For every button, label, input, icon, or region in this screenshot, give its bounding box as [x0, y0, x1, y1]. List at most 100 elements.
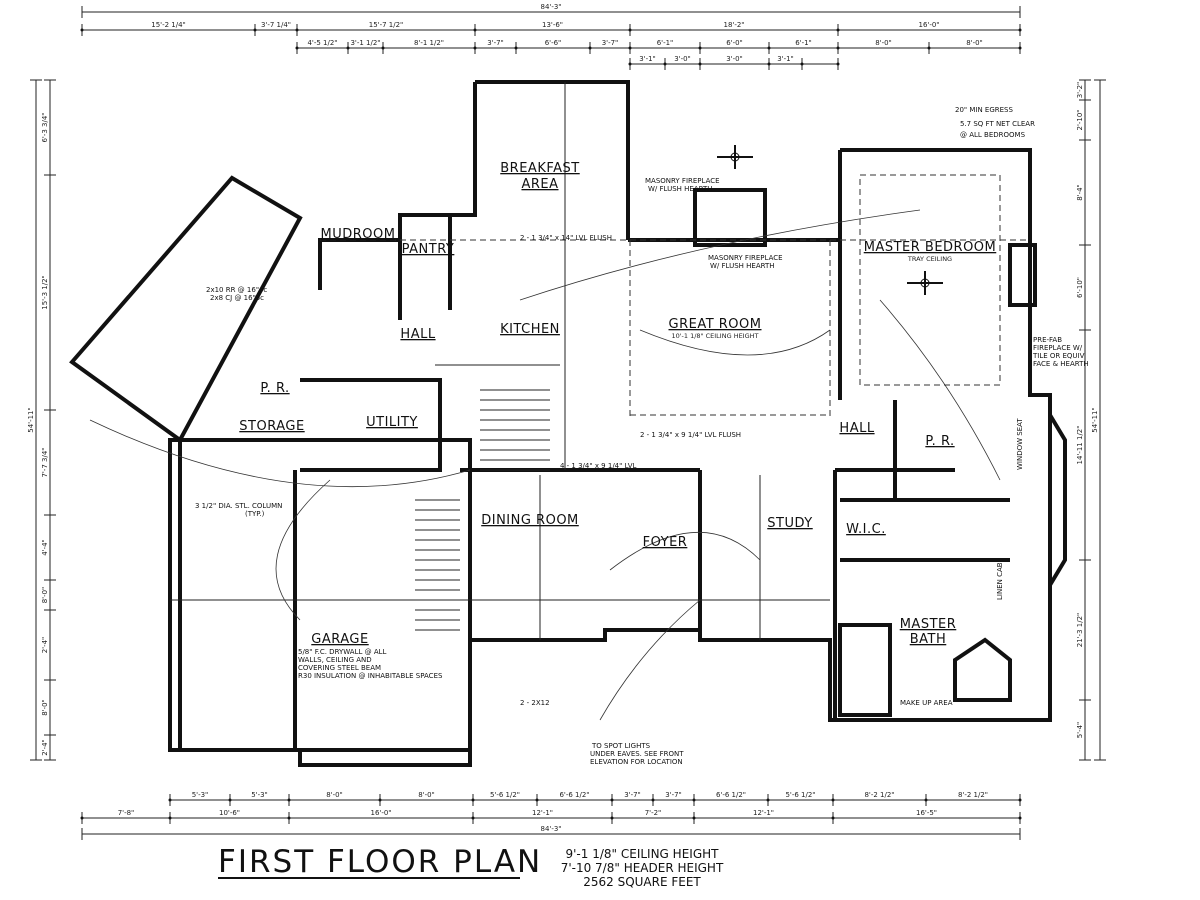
dimension-label: 3'-7 1/4" — [261, 21, 291, 29]
dimension-label: 6'-1" — [795, 39, 812, 47]
room-label: HALL — [400, 327, 435, 342]
room-label: MUDROOM — [321, 227, 396, 242]
annotation-text: FIREPLACE W/ — [1033, 344, 1083, 352]
room-label: DINING ROOM — [481, 513, 579, 528]
dimension-label: 3'-2" — [1076, 82, 1084, 99]
dimension-label: 3'-7" — [624, 791, 641, 799]
dimension-label: 16'-0" — [918, 21, 939, 29]
dimension-label: 21'-3 1/2" — [1076, 613, 1084, 648]
room-label: MASTER BEDROOM — [864, 240, 997, 255]
dimension-label: 8'-0" — [41, 587, 49, 604]
dimension-label: 3'-7" — [487, 39, 504, 47]
dimension-label: 8'-0" — [326, 791, 343, 799]
dimension-label: 4'-4" — [41, 539, 49, 556]
dimension-label: 6'-10" — [1076, 277, 1084, 298]
dimension-label: 16'-5" — [916, 809, 937, 817]
room-label: MASTER — [900, 617, 957, 632]
annotations: 20" MIN EGRESS 5.7 SQ FT NET CLEAR @ ALL B… — [195, 106, 1089, 766]
room-sublabel: TRAY CEILING — [907, 255, 952, 263]
room-label: AREA — [521, 177, 558, 192]
dimension-label: 2'-10" — [1076, 109, 1084, 130]
stairs — [415, 389, 550, 631]
annotation-text: 2x10 RR @ 16"oc — [206, 286, 267, 294]
beam-lines — [170, 82, 1030, 640]
dimension-label: 8'-2 1/2" — [864, 791, 894, 799]
dimension-label: 8'-0" — [875, 39, 892, 47]
square-feet: 2562 SQUARE FEET — [583, 875, 701, 889]
room-label: P. R. — [260, 381, 289, 396]
room-label: HALL — [839, 421, 874, 436]
annotation-text: R30 INSULATION @ INHABITABLE SPACES — [298, 672, 443, 680]
annotation-text: 2 - 2X12 — [520, 699, 550, 707]
room-label: FOYER — [643, 535, 688, 550]
annotation-text: PRE-FAB — [1033, 336, 1062, 344]
wiring-arcs — [89, 209, 1001, 721]
room-label: BREAKFAST — [500, 161, 579, 176]
dimension-label: 2'-4" — [41, 739, 49, 756]
title-block: FIRST FLOOR PLAN 9'-1 1/8" CEILING HEIGH… — [218, 844, 724, 889]
annotation-text: ELEVATION FOR LOCATION — [590, 758, 683, 766]
room-label: UTILITY — [366, 415, 418, 430]
dimension-label: 3'-7" — [602, 39, 619, 47]
room-label: STUDY — [767, 516, 812, 531]
dimension-label: 15'-7 1/2" — [369, 21, 404, 29]
annotation-text: @ ALL BEDROOMS — [960, 131, 1026, 139]
annotation-text: W/ FLUSH HEARTH — [648, 185, 713, 193]
dimension-label: 10'-6" — [219, 809, 240, 817]
dimension-label: 5'-6 1/2" — [785, 791, 815, 799]
dimension-label: 3'-1" — [639, 55, 656, 63]
ceiling-fan-icon — [717, 145, 753, 169]
dimension-label: 84'-3" — [540, 3, 561, 11]
annotation-text: 5.7 SQ FT NET CLEAR — [960, 120, 1035, 128]
dimension-label: 8'-4" — [1076, 184, 1084, 201]
ceiling-fan-icon — [907, 271, 943, 295]
dimension-label: 8'-0" — [418, 791, 435, 799]
annotation-text: W/ FLUSH HEARTH — [710, 262, 775, 270]
dimension-label: 6'-3 3/4" — [41, 112, 49, 142]
dimension-label: 6'-0" — [726, 39, 743, 47]
dimension-label: 6'-1" — [657, 39, 674, 47]
room-label: GARAGE — [311, 632, 368, 647]
room-label: KITCHEN — [500, 322, 560, 337]
dimension-label: 6'-6 1/2" — [559, 791, 589, 799]
dimension-label: 18'-2" — [723, 21, 744, 29]
annotation-text: 2x8 CJ @ 16"oc — [210, 294, 264, 302]
dimension-label: 4'-5 1/2" — [307, 39, 337, 47]
dimension-label: 3'-0" — [674, 55, 691, 63]
annotation-text: WINDOW SEAT — [1016, 418, 1024, 470]
dimension-label: 12'-1" — [753, 809, 774, 817]
dimension-label: 84'-3" — [540, 825, 561, 833]
dimension-label: 6'-6 1/2" — [716, 791, 746, 799]
annotation-text: TO SPOT LIGHTS — [591, 742, 651, 750]
annotation-text: 5/8" F.C. DRYWALL @ ALL — [298, 648, 387, 656]
dimension-label: 8'-0" — [41, 699, 49, 716]
annotation-text: FACE & HEARTH — [1033, 360, 1089, 368]
annotation-text: LINEN CAB — [996, 562, 1004, 600]
annotation-text: 2 - 1 3/4" x 9 1/4" LVL FLUSH — [640, 431, 741, 439]
annotation-text: TILE OR EQUIV — [1032, 352, 1085, 360]
dimension-label: 12'-1" — [532, 809, 553, 817]
walls — [69, 80, 1067, 767]
dimension-label: 3'-0" — [726, 55, 743, 63]
dimension-label: 2'-4" — [41, 637, 49, 654]
dimension-label: 7'-8" — [118, 809, 135, 817]
annotation-text: 20" MIN EGRESS — [955, 106, 1013, 114]
dimension-label: 5'-3" — [251, 791, 268, 799]
dimension-label: 54'-11" — [1091, 407, 1099, 432]
annotation-text: 2 - 1 3/4" x 14" LVL FLUSH — [520, 234, 612, 242]
dimension-label: 13'-6" — [542, 21, 563, 29]
annotation-text: MASONRY FIREPLACE — [645, 177, 720, 185]
annotation-text: (TYP.) — [245, 510, 265, 518]
dimension-label: 7'-2" — [645, 809, 662, 817]
header-height: 7'-10 7/8" HEADER HEIGHT — [561, 861, 724, 875]
annotation-text: UNDER EAVES. SEE FRONT — [590, 750, 684, 758]
room-sublabel: 10'-1 1/8" CEILING HEIGHT — [672, 332, 759, 340]
ceiling-height: 9'-1 1/8" CEILING HEIGHT — [566, 847, 720, 861]
dimension-label: 5'-3" — [192, 791, 209, 799]
dimension-label: 15'-3 1/2" — [41, 275, 49, 310]
annotation-text: 4 - 1 3/4" x 9 1/4" LVL — [560, 462, 636, 470]
room-label: STORAGE — [239, 419, 304, 434]
dimension-label: 8'-2 1/2" — [958, 791, 988, 799]
